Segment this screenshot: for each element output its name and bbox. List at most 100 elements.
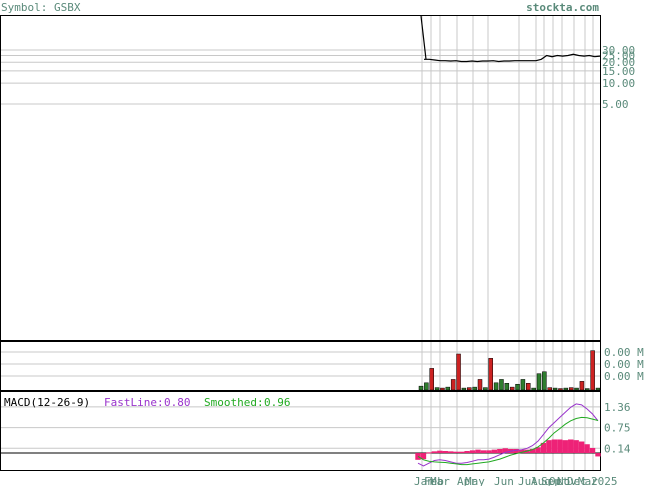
macd-histogram-bar bbox=[431, 451, 438, 454]
price-tick-label: 10.00 bbox=[602, 77, 635, 90]
volume-bar bbox=[542, 371, 547, 391]
macd-histogram-bar bbox=[546, 440, 552, 454]
volume-bar bbox=[467, 387, 472, 391]
volume-bar bbox=[531, 387, 536, 391]
volume-tick-label: 0.00 M bbox=[604, 346, 644, 359]
x-axis-label: Dec bbox=[567, 475, 587, 486]
price-tick-label: 15.00 bbox=[602, 65, 635, 78]
volume-bar bbox=[456, 353, 461, 391]
macd-fast-value: 0.80 bbox=[164, 396, 191, 409]
macd-histogram-bar bbox=[535, 447, 541, 454]
macd-histogram-bar bbox=[595, 453, 601, 457]
macd-histogram-bar bbox=[529, 448, 536, 454]
macd-histogram-bar bbox=[486, 450, 492, 454]
macd-histogram-bar bbox=[562, 440, 568, 454]
x-axis-label: Apr bbox=[457, 475, 477, 486]
volume-bar bbox=[526, 383, 531, 391]
x-axis-label: Aug bbox=[531, 475, 551, 486]
macd-fast-line bbox=[417, 403, 599, 467]
macd-histogram-bar bbox=[578, 441, 585, 454]
volume-y-axis: 0.00 M0.00 M0.00 M bbox=[604, 346, 644, 383]
volume-bar bbox=[488, 358, 493, 391]
macd-histogram-bar bbox=[469, 450, 476, 454]
volume-bar bbox=[585, 388, 590, 391]
volume-bar bbox=[568, 387, 574, 391]
macd-histogram-bar bbox=[589, 447, 596, 454]
macd-histogram-bar bbox=[513, 448, 519, 454]
x-axis-label: Jul bbox=[518, 475, 538, 486]
macd-histogram-bar bbox=[568, 439, 574, 454]
macd-histogram-bar bbox=[458, 451, 465, 454]
macd-histogram-bar bbox=[426, 452, 432, 454]
macd-histogram-bar bbox=[540, 442, 547, 454]
volume-bar bbox=[547, 387, 552, 391]
macd-title: MACD(12-26-9) bbox=[4, 396, 90, 409]
volume-bar bbox=[515, 383, 520, 391]
x-axis-label: Mar bbox=[430, 475, 450, 486]
macd-histogram-bar bbox=[420, 453, 427, 460]
volume-panel: 0.00 M0.00 M0.00 M bbox=[0, 341, 644, 391]
volume-bar bbox=[461, 387, 467, 391]
macd-histogram-bar bbox=[437, 450, 443, 454]
macd-panel-frame bbox=[0, 391, 601, 471]
x-axis-label: Nov bbox=[557, 475, 577, 486]
macd-histogram-bar bbox=[448, 451, 454, 454]
macd-histogram bbox=[415, 439, 601, 460]
volume-bar bbox=[579, 381, 585, 391]
volume-bar bbox=[509, 386, 515, 391]
volume-grid bbox=[1, 342, 600, 390]
volume-bar bbox=[558, 388, 563, 391]
price-tick-label: 25.00 bbox=[602, 49, 635, 62]
macd-histogram-bar bbox=[584, 444, 590, 454]
volume-tick-label: 0.00 M bbox=[604, 370, 644, 383]
macd-histogram-bar bbox=[557, 439, 563, 454]
site-label: stockta.com bbox=[526, 1, 599, 14]
x-axis-label: Feb bbox=[424, 475, 444, 486]
price-tick-label: 30.00 bbox=[602, 44, 635, 57]
volume-bar bbox=[504, 383, 510, 391]
price-grid bbox=[1, 16, 600, 340]
volume-bar bbox=[595, 387, 601, 391]
symbol-label: Symbol: GSBX bbox=[1, 1, 81, 14]
macd-histogram-bar bbox=[464, 451, 470, 454]
x-axis-label: May bbox=[465, 475, 485, 486]
price-series bbox=[420, 15, 601, 63]
macd-smoothed-value: 0.96 bbox=[264, 396, 291, 409]
macd-grid bbox=[1, 392, 600, 470]
macd-fast-label: FastLine: bbox=[104, 396, 164, 409]
volume-bar bbox=[520, 379, 526, 391]
macd-histogram-bar bbox=[442, 451, 448, 454]
volume-bar bbox=[434, 387, 440, 391]
x-axis-label: Jun bbox=[494, 475, 514, 486]
price-tick-label: 20.00 bbox=[602, 56, 635, 69]
volume-bar bbox=[445, 386, 451, 391]
macd-histogram-bar bbox=[497, 448, 503, 454]
volume-bar bbox=[574, 387, 579, 391]
volume-bar bbox=[450, 379, 456, 391]
volume-bar bbox=[418, 385, 424, 391]
volume-bar bbox=[477, 379, 483, 391]
macd-histogram-bar bbox=[573, 440, 579, 454]
x-axis-label: Oct bbox=[549, 475, 569, 486]
macd-histogram-bar bbox=[453, 451, 459, 454]
macd-tick-label: 0.14 bbox=[604, 442, 631, 455]
volume-bar bbox=[563, 387, 569, 391]
macd-tick-label: 1.36 bbox=[604, 401, 631, 414]
volume-bar bbox=[536, 373, 542, 391]
x-axis-label: Mar bbox=[578, 475, 598, 486]
macd-tick-label: 0.75 bbox=[604, 422, 631, 435]
volume-bar bbox=[483, 387, 488, 391]
macd-lines bbox=[417, 403, 599, 467]
x-axis-label: 2025 bbox=[591, 475, 618, 486]
macd-smoothed-line bbox=[417, 416, 599, 466]
price-line bbox=[420, 15, 601, 63]
macd-histogram-bar bbox=[491, 449, 498, 454]
macd-histogram-bar bbox=[551, 439, 558, 454]
volume-bar bbox=[499, 379, 504, 391]
x-axis-label: Sep bbox=[541, 475, 561, 486]
volume-tick-label: 0.00 M bbox=[604, 358, 644, 371]
volume-bar bbox=[590, 350, 595, 391]
